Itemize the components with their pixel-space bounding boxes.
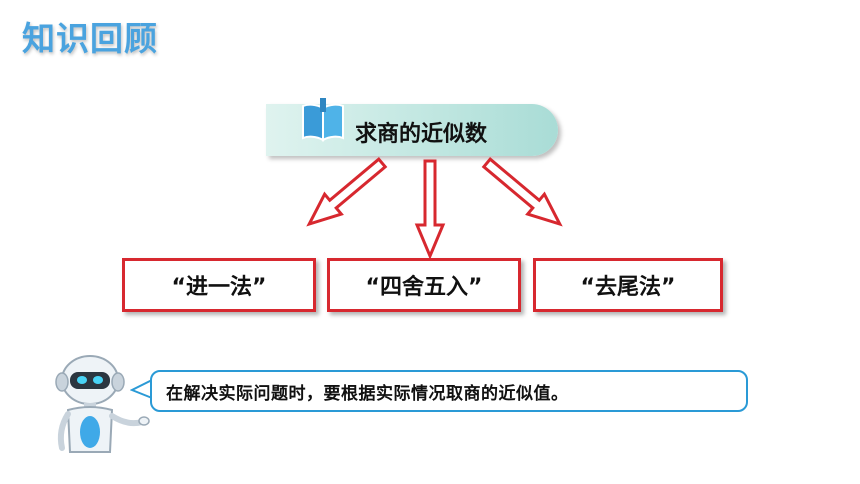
arrow-right [477, 151, 570, 236]
book-icon [302, 98, 344, 142]
robot-icon [55, 355, 150, 453]
speech-bubble: 在解决实际问题时，要根据实际情况取商的近似值。 [150, 370, 748, 412]
method-box-sishewuru: “四舍五入” [327, 258, 521, 312]
topic-label: 求商的近似数 [355, 122, 488, 147]
arrow-left [299, 151, 392, 236]
page-title: 知识回顾 [22, 19, 158, 58]
method-box-jinyi: “进一法” [122, 258, 316, 312]
speech-tail [130, 379, 153, 399]
method-box-quwei: “去尾法” [533, 258, 723, 312]
arrow-center [415, 159, 445, 258]
